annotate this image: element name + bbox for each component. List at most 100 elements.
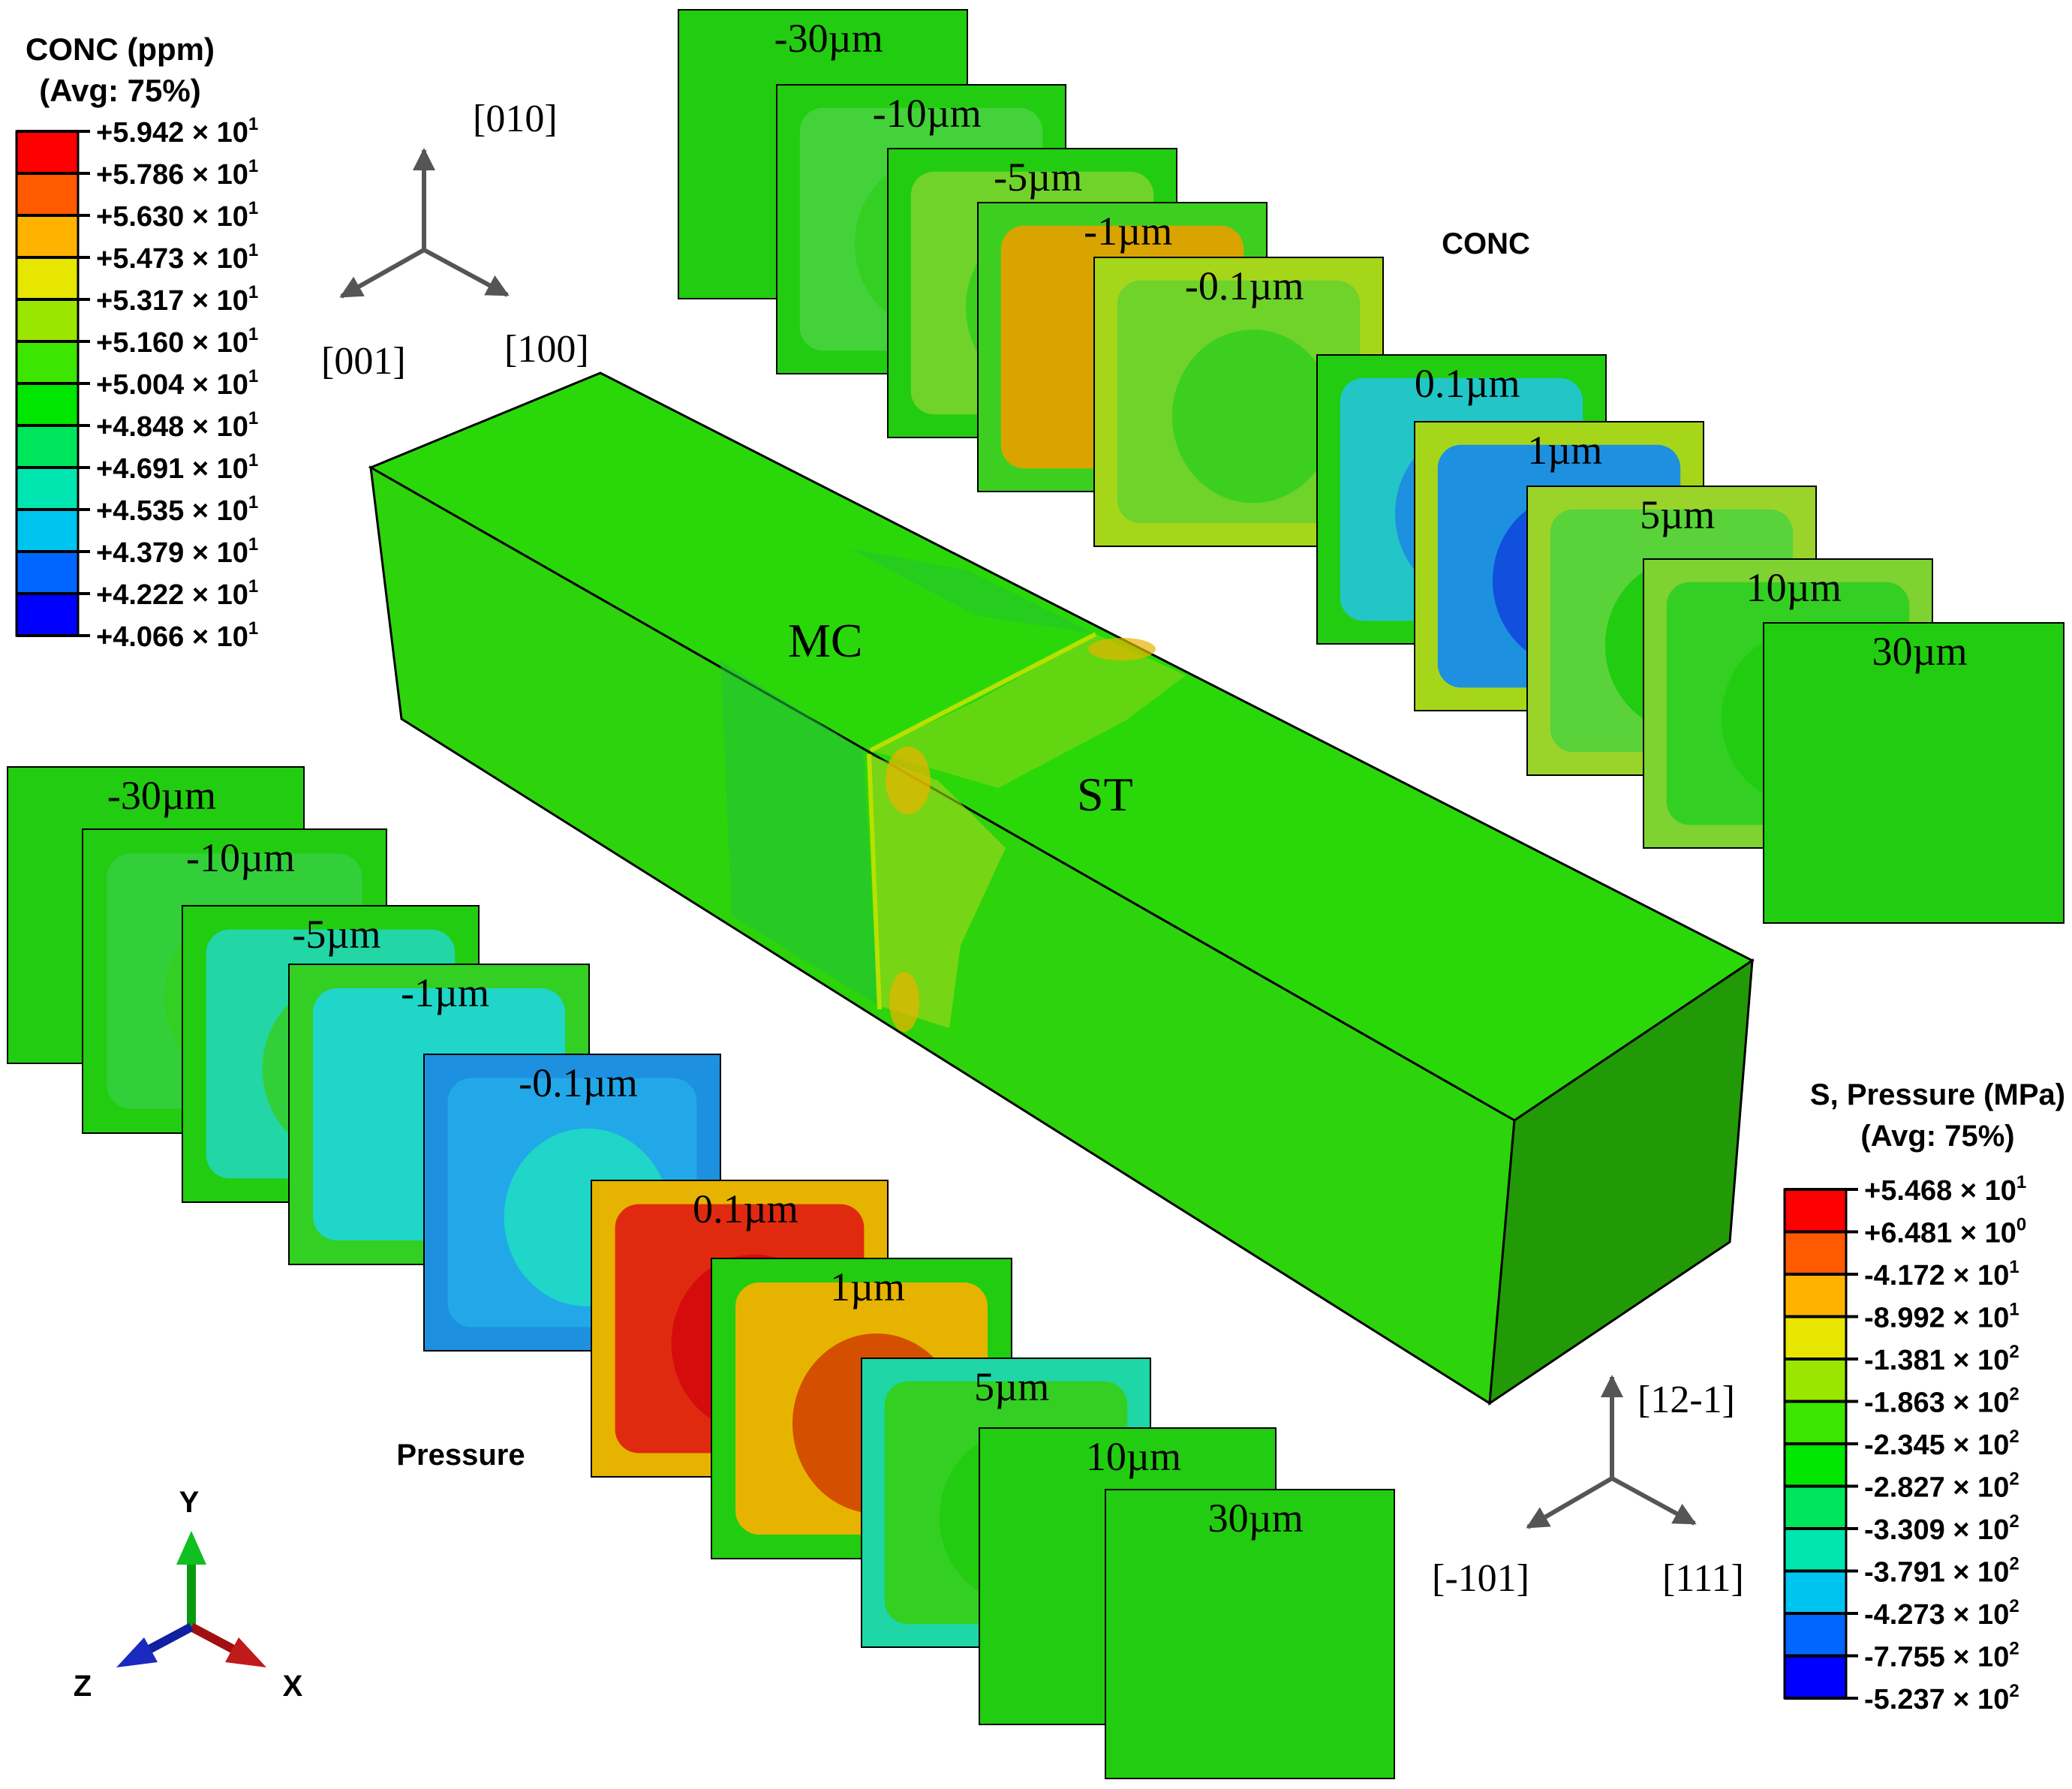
pressure-legend-value: +6.481 × 100 — [1864, 1215, 2026, 1249]
beam-model: MC ST — [368, 371, 1755, 1406]
pressure-legend-values: +5.468 × 101+6.481 × 100-4.172 × 101-8.9… — [1864, 1172, 2026, 1715]
pressure-legend-exponent: 2 — [2009, 1554, 2019, 1574]
conc-legend-value: +4.848 × 101 — [96, 408, 258, 443]
conc-legend-colorbar — [15, 130, 90, 637]
pressure-legend-exponent: 2 — [2009, 1385, 2019, 1405]
conc-slice-label: 10µm — [1746, 565, 1842, 610]
region-label-mc: MC — [788, 614, 863, 667]
pressure-legend-value: -7.755 × 102 — [1864, 1639, 2019, 1673]
st-hotspot-lower — [889, 972, 919, 1032]
pressure-legend-color-3 — [1785, 1316, 1846, 1359]
conc-legend-color-5 — [17, 341, 78, 383]
pressure-legend-value: -4.273 × 102 — [1864, 1596, 2019, 1631]
pressure-legend-subtitle: (Avg: 75%) — [1860, 1120, 2014, 1153]
mc-top-shading — [848, 548, 1096, 634]
pressure-slice-label: -30µm — [107, 773, 216, 818]
conc-legend-exponent: 1 — [248, 240, 258, 260]
conc-slice-label: 5µm — [1640, 492, 1715, 537]
conc-legend-exponent: 1 — [248, 492, 258, 513]
pressure-legend-colorbar — [1783, 1188, 1858, 1700]
pressure-legend-value: -2.827 × 102 — [1864, 1469, 2019, 1504]
conc-legend-title: CONC (ppm) — [26, 32, 215, 67]
axis-label-m101: [-101] — [1432, 1557, 1529, 1600]
pressure-legend-color-5 — [1785, 1401, 1846, 1444]
pressure-legend-exponent: 2 — [2009, 1427, 2019, 1447]
pressure-slice-label: -5µm — [292, 912, 380, 957]
pressure-legend-exponent: 2 — [2009, 1596, 2019, 1616]
conc-legend-values: +5.942 × 101+5.786 × 101+5.630 × 101+5.4… — [96, 114, 258, 653]
pressure-slices: -30µm-10µm-5µm-1µm-0.1µm0.1µm1µm5µm10µm3… — [7, 766, 1395, 1779]
conc-legend-value: +5.786 × 101 — [96, 156, 258, 191]
global-axis-label-y: Y — [179, 1486, 200, 1519]
conc-legend-color-4 — [17, 299, 78, 341]
mc-region-shading — [720, 660, 878, 1006]
conc-legend-color-11 — [17, 594, 78, 636]
pressure-slice-label: 5µm — [974, 1364, 1049, 1409]
conc-legend-exponent: 1 — [248, 114, 258, 134]
conc-legend-exponent: 1 — [248, 366, 258, 386]
beam-end-face — [1488, 958, 1754, 1406]
crystal-axes-top: [010] [001] [100] — [321, 98, 589, 383]
conc-legend-exponent: 1 — [248, 282, 258, 302]
global-axis-y-head — [176, 1531, 206, 1565]
conc-legend-color-7 — [17, 425, 78, 468]
conc-legend-color-0 — [17, 131, 78, 173]
crystal-axes-bottom: [12-1] [-101] [111] — [1432, 1375, 1744, 1600]
section-label-pressure: Pressure — [396, 1439, 525, 1472]
conc-legend-exponent: 1 — [248, 534, 258, 555]
st-hotspot-upper — [886, 747, 931, 814]
axis-label-010: [010] — [473, 98, 558, 140]
conc-legend-color-6 — [17, 383, 78, 425]
section-label-conc: CONC — [1442, 227, 1530, 260]
st-top-shading — [871, 634, 1186, 788]
conc-legend-color-1 — [17, 173, 78, 215]
axis-label-100: [100] — [504, 328, 589, 371]
conc-legend-exponent: 1 — [248, 408, 258, 428]
pressure-legend-exponent: 0 — [2016, 1215, 2026, 1235]
conc-legend-value: +4.066 × 101 — [96, 618, 258, 653]
pressure-slice-label: -1µm — [401, 970, 489, 1015]
region-label-st: ST — [1077, 768, 1133, 821]
pressure-legend-value: -3.791 × 102 — [1864, 1554, 2019, 1589]
interface-line-front — [867, 753, 882, 1010]
global-axis-z-head — [116, 1637, 158, 1667]
conc-legend-exponent: 1 — [248, 450, 258, 471]
pressure-legend-exponent: 1 — [2009, 1257, 2019, 1277]
global-axis-z-shaft — [144, 1622, 194, 1655]
pressure-legend-value: -8.992 × 101 — [1864, 1300, 2019, 1334]
pressure-slice-label: 30µm — [1208, 1496, 1304, 1541]
conc-legend: CONC (ppm) (Avg: 75%) +5.942 × 101+5.786… — [15, 32, 258, 653]
pressure-legend-color-7 — [1785, 1486, 1846, 1529]
pressure-legend-title: S, Pressure (MPa) — [1810, 1078, 2065, 1111]
conc-legend-value: +4.379 × 101 — [96, 534, 258, 569]
conc-slice-label: -5µm — [994, 155, 1082, 200]
conc-legend-value: +4.222 × 101 — [96, 576, 258, 611]
pressure-slice-label: 0.1µm — [693, 1186, 798, 1231]
pressure-legend-exponent: 2 — [2009, 1681, 2019, 1701]
pressure-legend-exponent: 1 — [2009, 1300, 2019, 1320]
conc-legend-value: +5.004 × 101 — [96, 366, 258, 401]
pressure-legend-value: +5.468 × 101 — [1864, 1172, 2026, 1207]
pressure-legend-color-1 — [1785, 1231, 1846, 1274]
global-axis-x-shaft — [189, 1622, 239, 1655]
conc-legend-value: +4.535 × 101 — [96, 492, 258, 527]
conc-slice-label: -0.1µm — [1185, 263, 1304, 308]
conc-legend-exponent: 1 — [248, 156, 258, 176]
pressure-slice: 30µm — [1105, 1489, 1395, 1779]
conc-slice-label: 1µm — [1527, 428, 1602, 473]
conc-legend-value: +5.473 × 101 — [96, 240, 258, 275]
global-axis-x-head — [225, 1637, 266, 1667]
pressure-legend-color-8 — [1785, 1529, 1846, 1571]
conc-slice-label: 0.1µm — [1415, 361, 1520, 406]
pressure-legend-value: -5.237 × 102 — [1864, 1681, 2019, 1715]
global-axes-triad: Y Z X — [74, 1486, 303, 1703]
pressure-legend-color-10 — [1785, 1613, 1846, 1656]
pressure-slice-label: 1µm — [830, 1264, 905, 1309]
conc-legend-exponent: 1 — [248, 324, 258, 344]
conc-legend-color-2 — [17, 215, 78, 257]
axis-label-12-1: [12-1] — [1637, 1379, 1735, 1421]
conc-legend-color-8 — [17, 468, 78, 510]
conc-legend-value: +5.317 × 101 — [96, 282, 258, 317]
pressure-slice-label: -10µm — [186, 835, 295, 880]
